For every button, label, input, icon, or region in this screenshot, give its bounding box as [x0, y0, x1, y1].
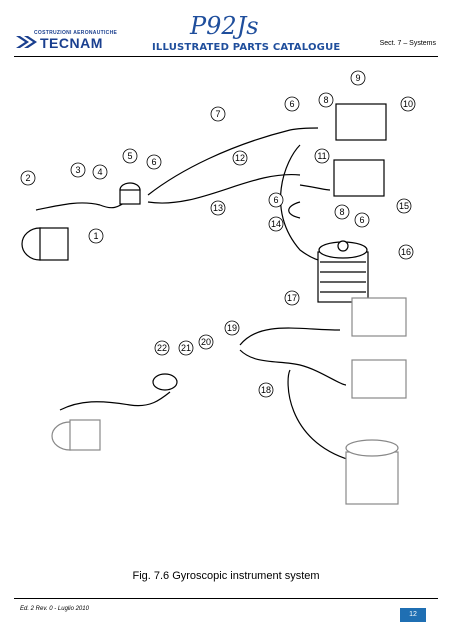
footer-divider — [14, 598, 438, 599]
callout-18: 18 — [258, 382, 274, 398]
callout-13: 13 — [210, 200, 226, 216]
svg-text:18: 18 — [261, 385, 271, 395]
svg-text:19: 19 — [227, 323, 237, 333]
svg-text:12: 12 — [235, 153, 245, 163]
brand-name: TECNAM — [40, 35, 103, 51]
callout-22: 22 — [154, 340, 170, 356]
callout-6d: 6 — [354, 212, 370, 228]
callout-3: 3 — [70, 162, 86, 178]
callout-16: 16 — [398, 244, 414, 260]
callout-11: 11 — [314, 148, 330, 164]
svg-text:13: 13 — [213, 203, 223, 213]
svg-text:2: 2 — [25, 173, 30, 183]
svg-text:6: 6 — [289, 99, 294, 109]
svg-text:7: 7 — [215, 109, 220, 119]
callout-12: 12 — [232, 150, 248, 166]
page-header: COSTRUZIONI AERONAUTICHE TECNAM P92Js IL… — [0, 0, 452, 62]
svg-text:9: 9 — [355, 73, 360, 83]
svg-text:4: 4 — [97, 167, 102, 177]
svg-text:11: 11 — [317, 151, 326, 161]
callout-6c: 6 — [268, 192, 284, 208]
svg-text:1: 1 — [93, 231, 98, 241]
callout-21: 21 — [178, 340, 194, 356]
callout-15: 15 — [396, 198, 412, 214]
callout-2: 2 — [20, 170, 36, 186]
callout-1: 1 — [88, 228, 104, 244]
svg-text:22: 22 — [157, 343, 167, 353]
edition-label: Ed. 2 Rev. 0 - Luglio 2010 — [20, 606, 89, 612]
svg-text:10: 10 — [403, 99, 413, 109]
callout-10: 10 — [400, 96, 416, 112]
svg-text:6: 6 — [273, 195, 278, 205]
svg-text:16: 16 — [401, 247, 411, 257]
gyro-system-diagram: 1 2 3 4 5 6 6 6 6 7 8 8 9 10 11 12 13 14… — [20, 70, 416, 505]
svg-text:20: 20 — [201, 337, 211, 347]
brand-tagline: COSTRUZIONI AERONAUTICHE — [34, 30, 118, 36]
callout-19: 19 — [224, 320, 240, 336]
callout-6b: 6 — [284, 96, 300, 112]
callout-5: 5 — [122, 148, 138, 164]
svg-text:21: 21 — [181, 343, 191, 353]
svg-text:17: 17 — [287, 293, 297, 303]
header-divider — [14, 56, 438, 57]
product-name: P92Js — [190, 12, 259, 40]
callout-6a: 6 — [146, 154, 162, 170]
svg-text:15: 15 — [399, 201, 409, 211]
callout-4: 4 — [92, 164, 108, 180]
catalogue-title: ILLUSTRATED PARTS CATALOGUE — [152, 42, 341, 53]
callout-20: 20 — [198, 334, 214, 350]
callout-9: 9 — [350, 70, 366, 86]
svg-text:3: 3 — [75, 165, 80, 175]
section-label: Sect. 7 – Systems — [379, 40, 436, 47]
svg-text:6: 6 — [359, 215, 364, 225]
tecnam-logo-icon — [16, 36, 37, 48]
callout-8a: 8 — [318, 92, 334, 108]
svg-text:8: 8 — [323, 95, 328, 105]
callout-7: 7 — [210, 106, 226, 122]
page-number: 12 — [400, 608, 426, 622]
svg-text:8: 8 — [339, 207, 344, 217]
svg-text:5: 5 — [127, 151, 132, 161]
figure-caption: Fig. 7.6 Gyroscopic instrument system — [132, 570, 320, 582]
callout-17: 17 — [284, 290, 300, 306]
svg-text:6: 6 — [151, 157, 156, 167]
callout-8b: 8 — [334, 204, 350, 220]
svg-text:14: 14 — [271, 219, 281, 229]
callout-14: 14 — [268, 216, 284, 232]
